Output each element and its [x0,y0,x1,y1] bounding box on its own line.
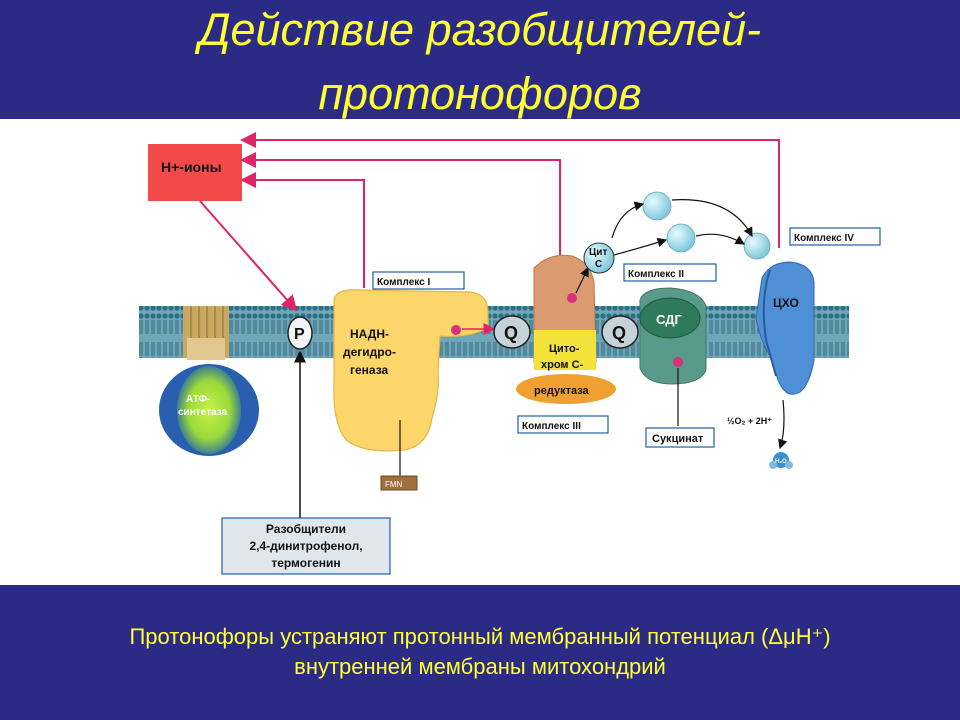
uncouplers-label-2: 2,4-динитрофенол, [249,539,362,553]
caption-line-1: Протонофоры устраняют протонный мембранн… [129,624,831,649]
atp-label-2: синтетаза [178,407,227,418]
caption-line-2: внутренней мембраны митохондрий [294,654,666,679]
fmn-tag [380,475,418,491]
fmn-label: FMN [385,480,403,489]
o2-reaction: ½O₂ + 2H⁺ [727,416,772,426]
reductase-label-3: редуктаза [534,385,590,397]
complex4-label: Комплекс IV [794,233,854,244]
electron-dot [673,357,683,367]
uncouplers-label-3: термогенин [271,556,340,570]
nadh-label-2: дегидро- [343,345,396,359]
sdg-head [639,297,701,339]
cxo-label: ЦХО [773,296,799,310]
sdg-label: СДГ [656,312,682,327]
cytochrome-c-ball [743,232,771,260]
complex1-label-box [372,271,465,290]
reductase-label-2: хром С- [541,359,584,371]
nadh-label-1: НАДН- [350,327,389,341]
ubiquinone-q1 [493,315,531,349]
nadh-label-3: геназа [350,363,389,377]
cytochrome-c-ball [666,223,696,253]
cytc-label-1: Цит [589,247,607,258]
water-h-atom [785,461,793,469]
cytochrome-c [583,242,615,274]
proton-return-paths [199,132,780,312]
complex3-label: Комплекс III [522,421,581,432]
h-ions-box [148,144,242,201]
atp-synthase: АТФ- синтетаза [159,306,259,456]
electron-dot [451,325,461,335]
complex2-label: Комплекс II [628,269,684,280]
h2o-label: H₂O [775,459,787,465]
caption-panel [0,585,960,720]
q2-label: Q [612,323,626,343]
reductase-base [516,374,616,404]
title-line-2: протонофоров [318,68,642,119]
succinate-label: Сукцинат [652,433,704,445]
cytochrome-oxidase [755,261,815,395]
atp-label-1: АТФ- [186,394,210,405]
cytochrome-c-ball [642,191,672,221]
p-carrier [287,316,313,350]
title-line-1: Действие разобщителей- [198,4,762,55]
uncouplers-label-1: Разобщители [266,522,346,536]
caption: Протонофоры устраняют протонный мембранн… [0,622,960,682]
q1-label: Q [504,323,518,343]
uncouplers-box [221,517,391,575]
complex4-label-box [789,227,881,246]
water-h-atom [769,461,777,469]
p-label: P [294,326,305,343]
slide-title: Действие разобщителей- протонофоров [0,0,960,126]
succinate-box [645,427,715,448]
complex1-label: Комплекс I [377,277,431,288]
complex3-label-box [517,415,609,434]
cytochrome-c-reductase-body [534,330,596,370]
complex2-label-box [623,263,717,282]
h-ions-label: Н+-ионы [161,159,222,175]
reductase-label-1: Цито- [549,343,580,355]
cytc-label-2: С [595,259,602,270]
ubiquinone-q2 [601,315,639,349]
electron-dot [567,293,577,303]
nadh-dehydrogenase [333,289,489,452]
water-molecule [773,452,789,468]
